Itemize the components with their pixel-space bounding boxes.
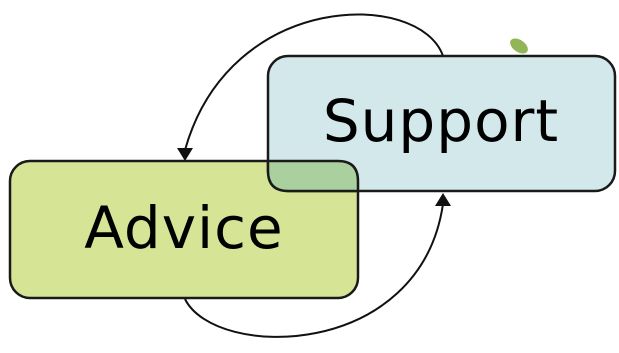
arrow-head-into-support-icon	[435, 193, 451, 206]
overlap-region	[268, 161, 358, 191]
arrow-advice-to-support	[184, 203, 444, 338]
support-label: Support	[323, 87, 559, 155]
arrow-head-into-advice-icon	[177, 148, 193, 161]
support-box	[266, 54, 617, 193]
cycle-arrows	[177, 13, 451, 338]
advice-box	[8, 159, 360, 300]
overlap-outline	[266, 159, 360, 193]
advice-label: Advice	[84, 194, 283, 262]
arrow-support-to-advice	[184, 13, 444, 151]
